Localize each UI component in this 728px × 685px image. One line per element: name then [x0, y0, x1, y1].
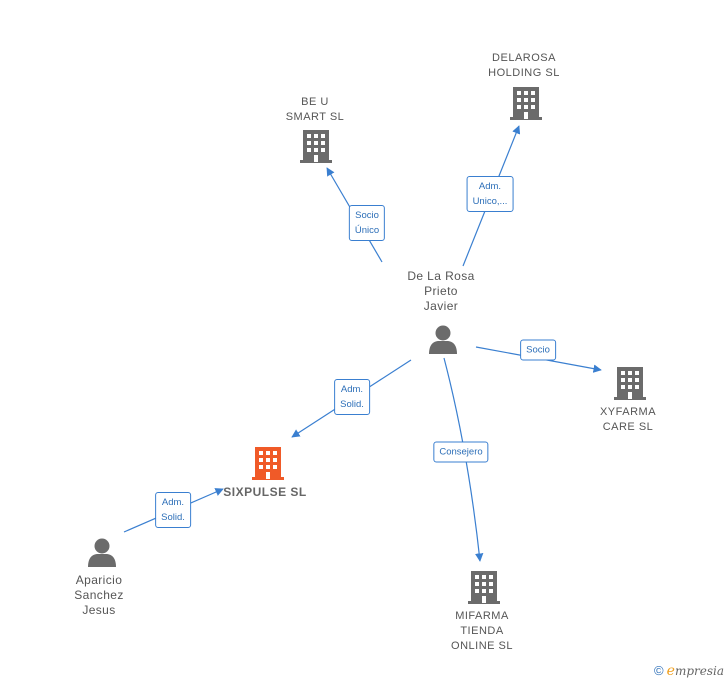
building-icon-xyfarma[interactable]: [614, 367, 646, 400]
node-label-delarosa[interactable]: DELAROSA HOLDING SL: [488, 52, 560, 79]
edge-label-de-la-rosa-to-be-u[interactable]: Socio Único: [348, 205, 386, 241]
edge-label-aparicio-to-sixpulse[interactable]: Adm. Solid.: [155, 492, 191, 528]
node-label-sixpulse[interactable]: SIXPULSE SL: [223, 485, 307, 499]
brand-logo-text: mpresia: [674, 664, 724, 678]
footer-brand[interactable]: ©empresia: [654, 663, 724, 679]
node-label-be-u[interactable]: BE U SMART SL: [285, 96, 345, 123]
edge-label-de-la-rosa-to-delarosa[interactable]: Adm. Unico,...: [466, 176, 514, 212]
building-icon-delarosa[interactable]: [510, 87, 542, 120]
building-icon-sixpulse[interactable]: [252, 447, 284, 480]
edge-label-de-la-rosa-to-mifarma[interactable]: Consejero: [433, 441, 489, 463]
node-label-mifarma[interactable]: MIFARMA TIENDA ONLINE SL: [451, 610, 513, 652]
node-label-xyfarma[interactable]: XYFARMA CARE SL: [599, 406, 657, 433]
building-icon-be-u[interactable]: [300, 130, 332, 163]
edge-label-de-la-rosa-to-sixpulse[interactable]: Adm. Solid.: [334, 379, 370, 415]
node-label-de-la-rosa[interactable]: De La Rosa Prieto Javier: [407, 269, 475, 313]
edge-label-de-la-rosa-to-xyfarma[interactable]: Socio: [520, 339, 556, 361]
person-icon-aparicio[interactable]: [88, 538, 116, 568]
node-label-aparicio[interactable]: Aparicio Sanchez Jesus: [74, 573, 124, 617]
brand-logo-initial: e: [666, 663, 675, 679]
copyright-symbol: ©: [654, 663, 664, 678]
building-icon-mifarma[interactable]: [468, 571, 500, 604]
person-icon-de-la-rosa[interactable]: [429, 325, 457, 355]
